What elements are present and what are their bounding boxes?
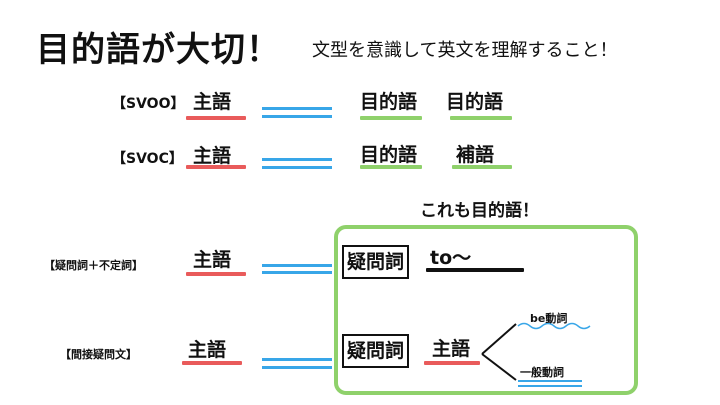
inner-subject-underline [424, 361, 480, 365]
subject-underline [186, 116, 246, 120]
inner-subject-word: 主語 [432, 338, 471, 360]
subject-underline [186, 165, 246, 169]
equals-line-bottom [262, 366, 332, 369]
complement-underline [452, 165, 512, 169]
pattern-label-interrogative-infinitive: 【疑問詞＋不定詞】 [44, 259, 143, 272]
general-verb-label: 一般動詞 [520, 366, 564, 379]
subject-underline [182, 361, 242, 365]
subject-word: 主語 [188, 339, 227, 361]
equals-line-top [262, 358, 332, 361]
object-word: 目的語 [446, 91, 504, 113]
subject-word: 主語 [193, 145, 232, 167]
subject-word: 主語 [193, 249, 232, 271]
callout-text: これも目的語！ [420, 201, 539, 221]
object-word: 目的語 [360, 91, 418, 113]
to-infinitive: to〜 [430, 247, 472, 269]
object-underline [360, 165, 422, 169]
equals-line-bottom [262, 271, 332, 274]
wavy-underline [517, 322, 591, 330]
equals-line-bottom [262, 166, 332, 169]
subject-underline [186, 272, 246, 276]
pattern-label-svoo: 【SVOO】 [112, 96, 185, 112]
branch-lines [481, 322, 591, 387]
object-word: 目的語 [360, 144, 418, 166]
interrogative-word-box: 疑問詞 [342, 245, 410, 279]
pattern-label-indirect-question: 【間接疑問文】 [60, 348, 137, 361]
object-clause-box [334, 225, 638, 395]
equals-line-top [262, 158, 332, 161]
page-subtitle: 文型を意識して英文を理解すること！ [312, 40, 618, 61]
interrogative-word-box: 疑問詞 [342, 334, 410, 368]
object-underline [360, 116, 422, 120]
equals-line-bottom [262, 115, 332, 118]
to-infinitive-underline [426, 268, 524, 272]
equals-line-top [262, 264, 332, 267]
page-title: 目的語が大切！ [36, 30, 281, 70]
pattern-label-svoc: 【SVOC】 [112, 151, 183, 167]
equals-line-top [262, 107, 332, 110]
object-underline [450, 116, 512, 120]
subject-word: 主語 [193, 91, 232, 113]
be-verb-label: be動詞 [530, 312, 568, 325]
complement-word: 補語 [456, 144, 495, 166]
